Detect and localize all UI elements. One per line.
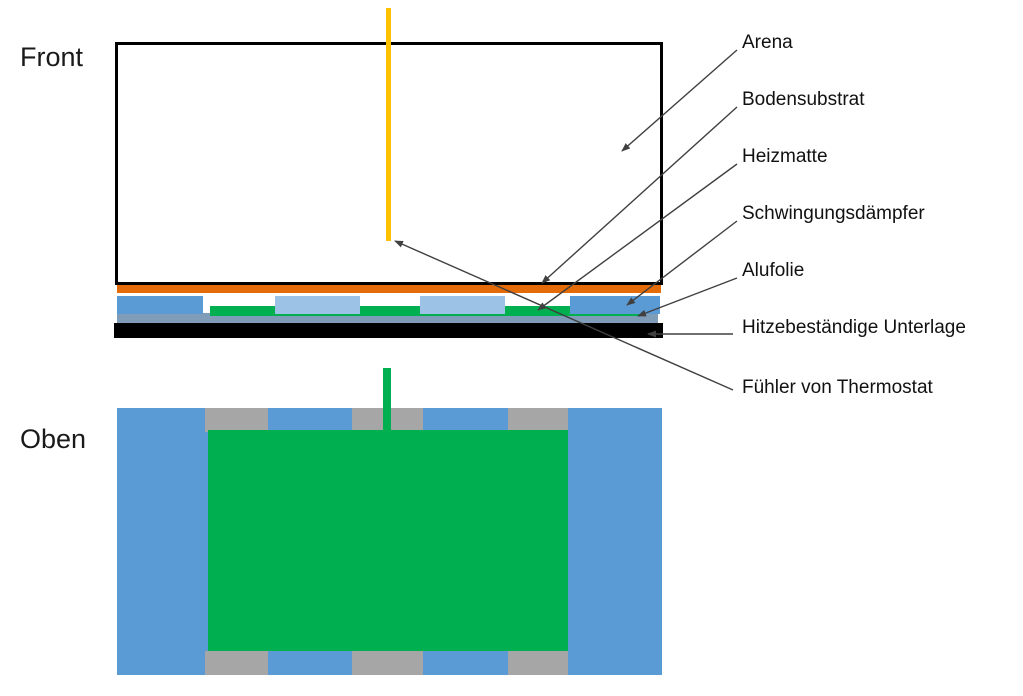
damper-block-left [117,296,203,314]
top-view-sensor-stub [383,368,391,432]
label-schwingungsdaempfer: Schwingungsdämpfer [742,203,925,224]
label-fuehler-von-thermostat: Fühler von Thermostat [742,377,933,398]
label-bodensubstrat: Bodensubstrat [742,89,865,110]
label-hitzebestaendige-unterlage: Hitzebeständige Unterlage [742,317,966,338]
damper-block-mid-left [275,296,360,314]
alufolie-layer [117,313,658,323]
damper-block-mid-right [420,296,505,314]
top-view-damper-block [268,408,352,432]
top-view-heating-mat [208,430,568,651]
label-heizmatte: Heizmatte [742,146,828,167]
label-alufolie: Alufolie [742,260,805,281]
label-arena: Arena [742,32,793,53]
top-view-damper-block [423,408,508,432]
top-view-damper-block [423,651,508,675]
bodensubstrat-layer [117,285,661,293]
damper-block-right [570,296,660,314]
heat-resistant-base-layer [114,323,663,338]
front-view-label: Front [20,42,84,72]
top-view-damper-block [268,651,352,675]
thermostat-sensor-wire [386,8,391,241]
top-view-gray-band-bottom [205,651,568,675]
top-view-label: Oben [20,424,87,454]
